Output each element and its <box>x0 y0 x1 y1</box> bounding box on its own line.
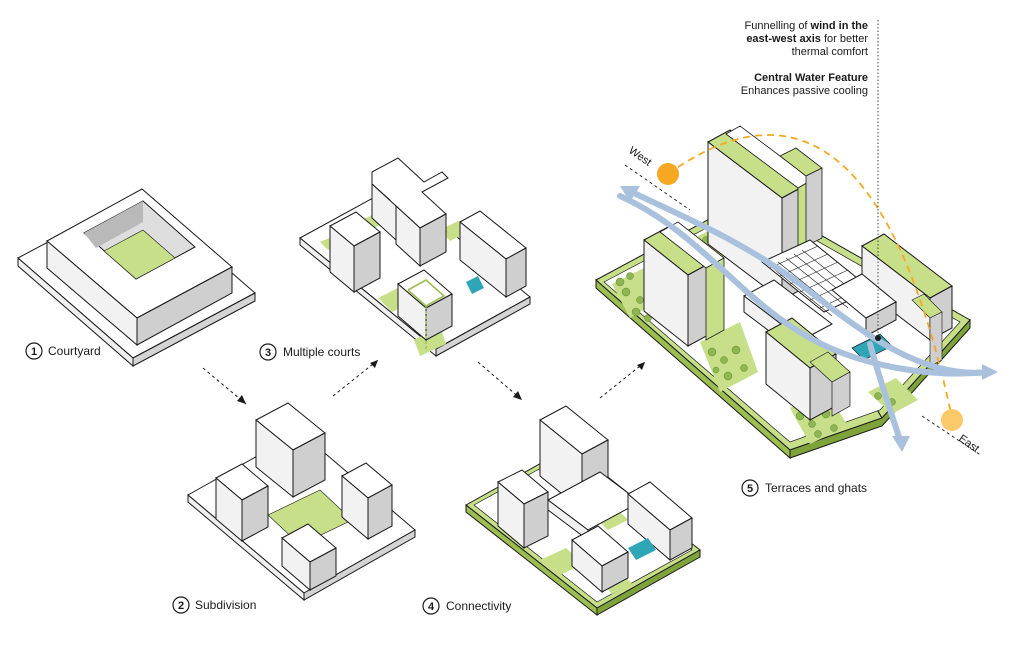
svg-text:5: 5 <box>747 483 753 495</box>
wind-arrowheads <box>620 186 998 452</box>
multiple-courts-model <box>299 157 531 358</box>
step-3-label: 3 Multiple courts <box>259 343 360 361</box>
svg-text:Courtyard: Courtyard <box>48 344 101 358</box>
water-note: Central Water Feature Enhances passive c… <box>708 72 868 98</box>
wind-note-bold: wind in the east-west axis <box>746 20 868 45</box>
connectivity-model <box>465 405 701 617</box>
sun-west-icon <box>657 163 679 185</box>
west-axis <box>624 164 691 211</box>
callout-dot <box>875 335 881 341</box>
svg-text:Terraces and ghats: Terraces and ghats <box>765 481 867 495</box>
east-label: East <box>956 433 981 455</box>
step-4-label: 4 Connectivity <box>422 597 511 615</box>
wind-arrows <box>617 191 993 443</box>
svg-text:1: 1 <box>31 346 37 358</box>
step-2-label: 2 Subdivision <box>172 596 256 614</box>
svg-text:Subdivision: Subdivision <box>195 598 256 612</box>
svg-text:4: 4 <box>428 601 435 613</box>
process-arrows <box>202 359 646 405</box>
tree-cluster <box>615 236 896 438</box>
wind-note-text-2: for better thermal comfort <box>791 33 868 58</box>
water-note-title: Central Water Feature <box>754 72 868 84</box>
subdivision-model <box>187 402 416 602</box>
wind-note: Funnelling of wind in the east-west axis… <box>728 20 869 59</box>
svg-text:2: 2 <box>178 600 184 612</box>
step-5-label: 5 Terraces and ghats <box>741 479 867 497</box>
sun-path <box>667 134 953 419</box>
wind-note-text-1: Funnelling of <box>744 20 811 32</box>
west-label: West <box>626 145 653 169</box>
sun-east-icon <box>941 409 963 431</box>
courtyard-model <box>17 188 256 368</box>
svg-text:3: 3 <box>265 347 271 359</box>
water-note-text: Enhances passive cooling <box>740 85 868 97</box>
process-arrowheads <box>237 360 645 404</box>
step-1-label: 1 Courtyard <box>25 342 101 360</box>
svg-text:Multiple courts: Multiple courts <box>283 345 360 359</box>
terraces-model <box>595 125 971 460</box>
svg-text:Connectivity: Connectivity <box>446 599 511 613</box>
east-axis <box>921 415 983 457</box>
